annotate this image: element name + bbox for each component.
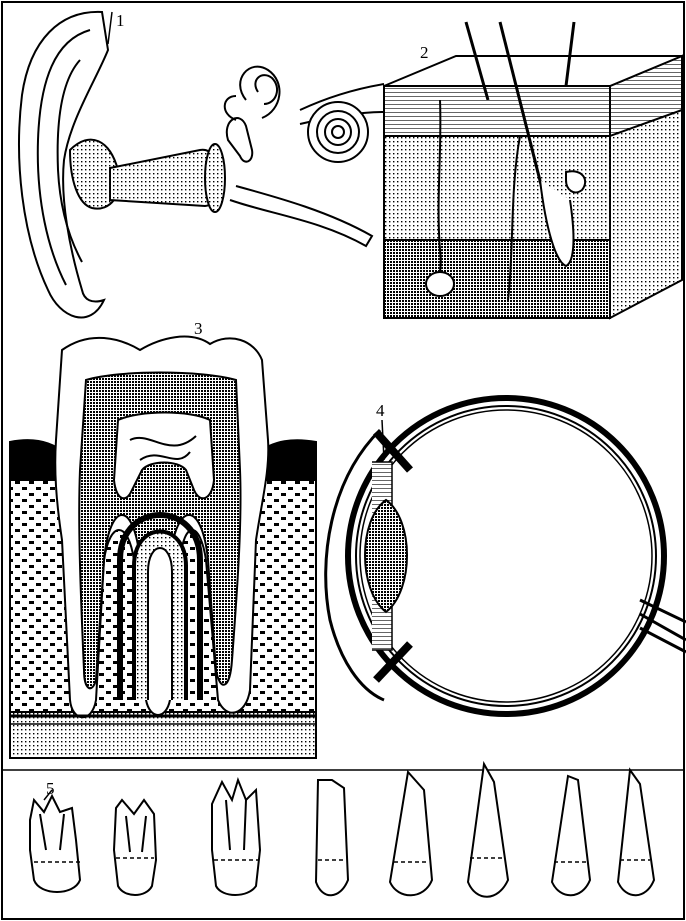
tooth-molar-3 [212,780,260,895]
ear-cochlea [308,102,368,162]
skin-sebaceous-gland [566,171,585,192]
ear-drum [205,144,225,212]
skin-epidermis [384,86,610,136]
tooth-molar-2 [114,800,156,895]
tooth-premolar-1 [316,780,348,895]
skin-hypodermis [384,240,610,318]
panel-number-2: 2 [420,43,429,62]
skin-diagram [384,22,682,318]
panel-number-4: 4 [376,401,385,420]
panel-number-5: 5 [46,779,55,798]
tooth-molar-1 [30,796,80,892]
molar-bone-base [10,712,316,758]
molar-root-canal-inner [148,548,172,700]
panel-number-3: 3 [194,319,203,338]
panel-number-1: 1 [116,11,125,30]
skin-sweat-gland [426,272,454,296]
